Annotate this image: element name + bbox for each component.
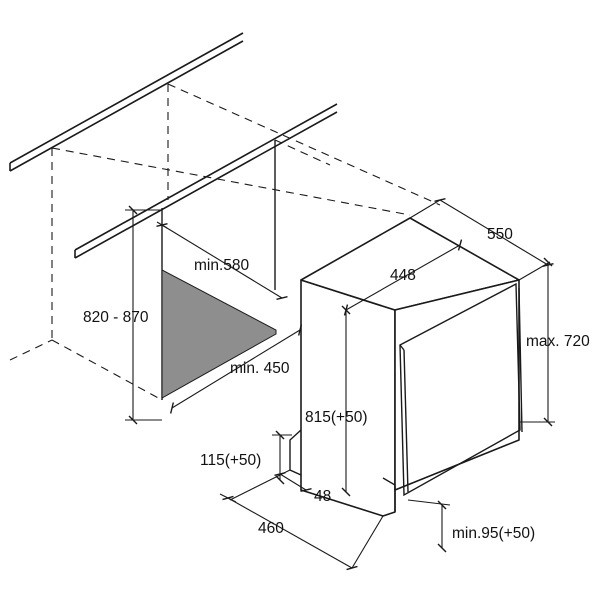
label-depth-550: 550 <box>487 226 513 243</box>
label-height-815: 815(+50) <box>305 409 367 426</box>
label-max-720: max. 720 <box>526 333 590 350</box>
label-gap-48: 48 <box>314 488 331 505</box>
label-min-450: min. 450 <box>230 360 290 377</box>
countertop <box>9 32 338 259</box>
label-depth-460: 460 <box>258 520 284 537</box>
label-min-580: min.580 <box>194 257 250 274</box>
label-niche-height: 820 - 870 <box>83 309 149 326</box>
dimension-lines <box>125 197 555 571</box>
dishwasher-door <box>399 282 523 497</box>
label-min-95: min.95(+50) <box>452 525 535 542</box>
label-width-448: 448 <box>390 267 416 284</box>
label-plinth-115: 115(+50) <box>200 452 261 469</box>
niche-outline <box>9 83 441 401</box>
dishwasher-body <box>300 217 520 517</box>
